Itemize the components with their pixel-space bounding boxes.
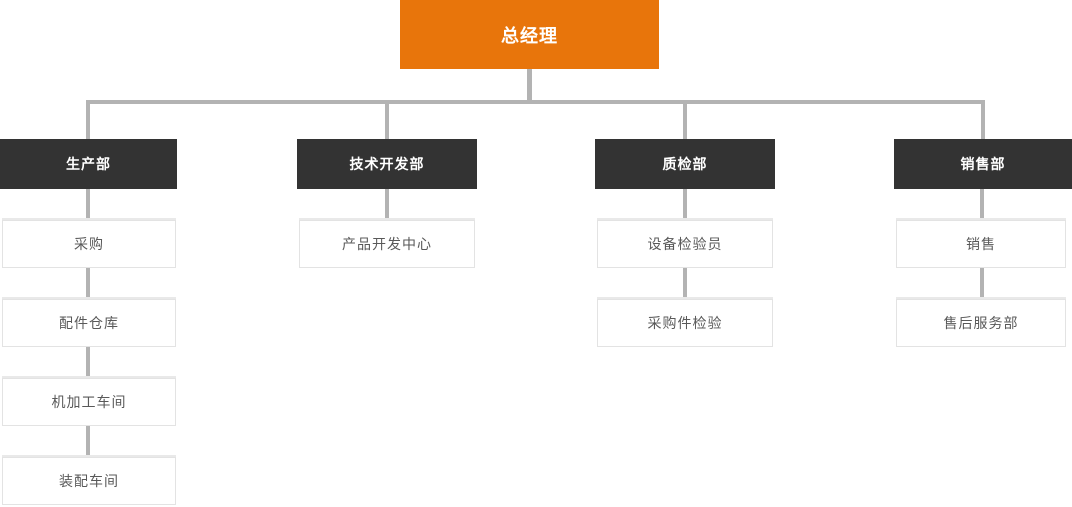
- connector-tech-development-drop: [385, 100, 389, 139]
- node-machining-workshop: 机加工车间: [2, 378, 176, 426]
- connector-quality-inspection-child-2: [683, 268, 687, 299]
- connector-production-drop: [86, 100, 90, 139]
- connector-root-stem: [527, 69, 532, 104]
- node-general-manager: 总经理: [400, 0, 659, 69]
- node-assembly-workshop-label: 装配车间: [59, 473, 119, 489]
- node-sales-label: 销售: [966, 236, 996, 252]
- node-dept-production-label: 生产部: [66, 156, 111, 172]
- node-product-dev-center: 产品开发中心: [299, 220, 475, 268]
- connector-tech-development-child-1: [385, 189, 389, 220]
- node-general-manager-label: 总经理: [501, 25, 558, 46]
- node-parts-warehouse: 配件仓库: [2, 299, 176, 347]
- node-equipment-inspector-label: 设备检验员: [647, 236, 723, 252]
- node-purchased-parts-inspection-label: 采购件检验: [647, 315, 723, 331]
- connector-production-child-1: [86, 189, 90, 220]
- node-product-dev-center-label: 产品开发中心: [342, 236, 432, 252]
- node-purchased-parts-inspection: 采购件检验: [597, 299, 773, 347]
- connector-sales-child-1: [980, 189, 984, 220]
- connector-quality-inspection-child-1: [683, 189, 687, 220]
- connector-quality-inspection-drop: [683, 100, 687, 139]
- connector-production-child-4: [86, 426, 90, 457]
- node-dept-sales-label: 销售部: [960, 156, 1006, 172]
- node-dept-quality-inspection: 质检部: [595, 139, 775, 189]
- node-procurement: 采购: [2, 220, 176, 268]
- node-machining-workshop-label: 机加工车间: [51, 394, 127, 410]
- connector-production-child-3: [86, 347, 90, 378]
- node-after-sales-service: 售后服务部: [896, 299, 1066, 347]
- node-assembly-workshop: 装配车间: [2, 457, 176, 505]
- node-dept-tech-development: 技术开发部: [297, 139, 477, 189]
- node-dept-production: 生产部: [0, 139, 177, 189]
- node-procurement-label: 采购: [74, 236, 104, 252]
- node-parts-warehouse-label: 配件仓库: [59, 315, 119, 331]
- connector-production-child-2: [86, 268, 90, 299]
- node-equipment-inspector: 设备检验员: [597, 220, 773, 268]
- connector-sales-child-2: [980, 268, 984, 299]
- node-sales: 销售: [896, 220, 1066, 268]
- node-dept-tech-development-label: 技术开发部: [349, 156, 425, 172]
- node-dept-sales: 销售部: [894, 139, 1072, 189]
- node-dept-quality-inspection-label: 质检部: [662, 156, 708, 172]
- connector-sales-drop: [981, 100, 985, 139]
- node-after-sales-service-label: 售后服务部: [943, 315, 1019, 331]
- connector-horizontal-bus: [86, 100, 985, 104]
